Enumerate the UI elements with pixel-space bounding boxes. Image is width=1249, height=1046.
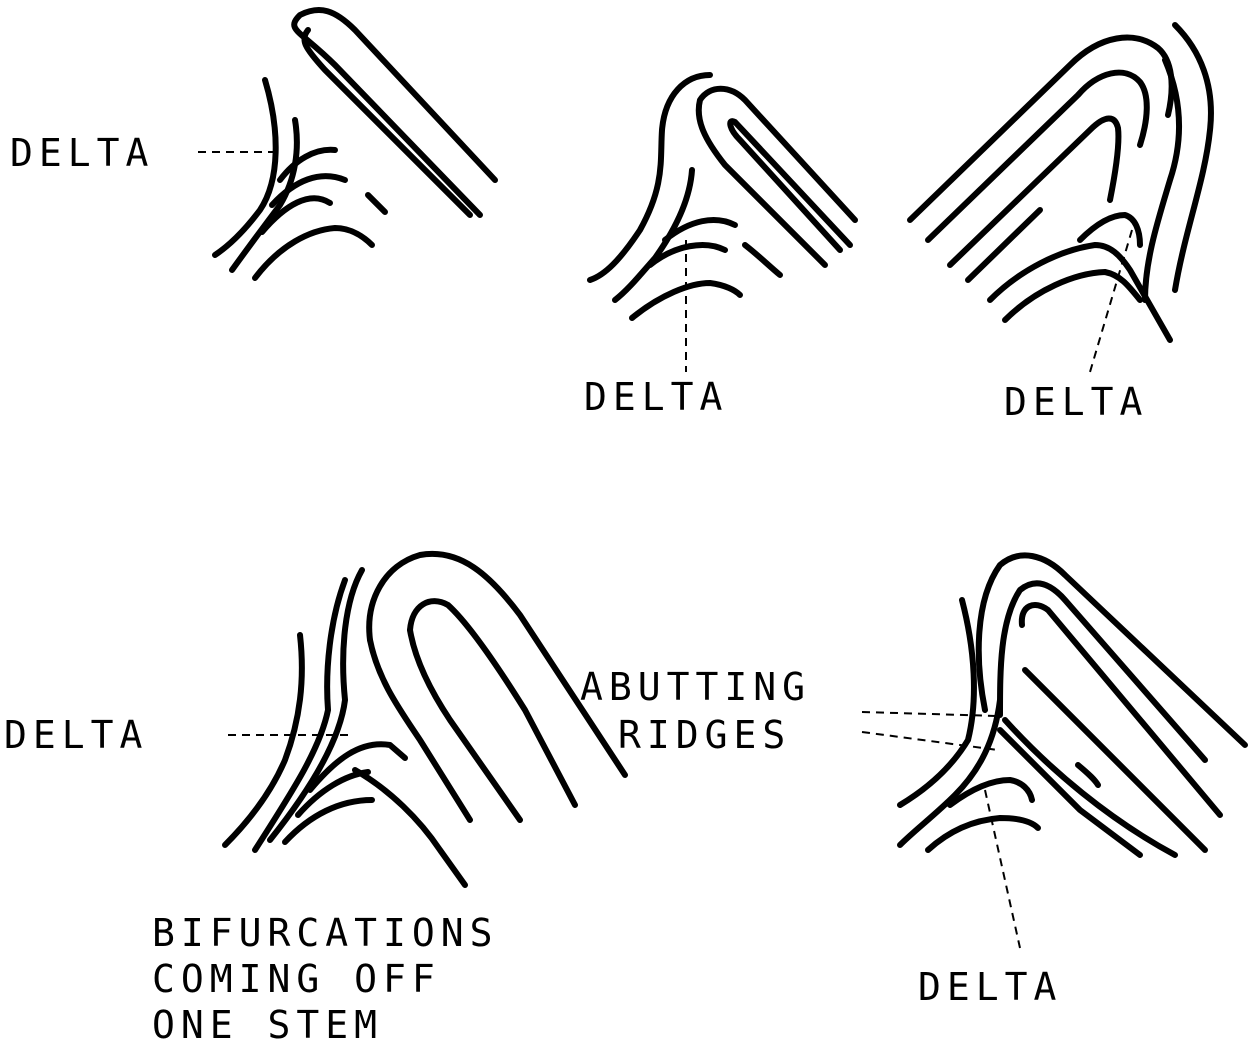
fig3-delta-label: DELTA xyxy=(1004,380,1148,424)
fig5-delta-ridge-a xyxy=(1000,730,1140,855)
bifurcations-label-line2: COMING OFF xyxy=(152,957,441,1001)
figure-2-ridge-pattern xyxy=(590,75,855,318)
fig5-delta-curve-2 xyxy=(928,818,1038,850)
fig2-left-ridge xyxy=(615,170,692,300)
fig1-loop-ridge xyxy=(294,10,495,215)
fig4-loop-stem-2 xyxy=(410,630,520,820)
fig1-delta-label: DELTA xyxy=(10,131,154,175)
fig5-left-ridge-1 xyxy=(900,600,974,805)
fig3-right-ridge-2 xyxy=(1145,60,1179,300)
fig3-right-ridge-1 xyxy=(1175,25,1211,290)
fig5-delta-leader xyxy=(985,790,1020,948)
fig2-delta-ridge-c xyxy=(745,245,780,275)
fig3-delta-ridge-a xyxy=(990,245,1170,340)
abutting-leader-2 xyxy=(862,732,998,750)
fig5-left-ridge-2 xyxy=(900,700,1000,845)
fig5-delta-curve-3 xyxy=(1078,765,1098,785)
fig4-loop-inner xyxy=(410,601,575,805)
fig4-delta-label: DELTA xyxy=(4,713,148,757)
figure-5-ridge-pattern xyxy=(900,555,1245,855)
abutting-label-line1: ABUTTING xyxy=(580,665,811,709)
fig2-delta-label: DELTA xyxy=(584,375,728,419)
abutting-label-line2: RIDGES xyxy=(618,713,791,757)
bifurcations-label-line1: BIFURCATIONS xyxy=(152,911,499,955)
fig1-lower-ridge xyxy=(255,228,372,278)
bifurcations-label-line3: ONE STEM xyxy=(152,1003,383,1046)
fig3-delta-ridge-b xyxy=(1005,272,1140,320)
fig4-delta-ridge-a xyxy=(310,744,405,790)
figure-4-ridge-pattern xyxy=(225,554,625,885)
fig5-delta-ridge-b xyxy=(1005,720,1175,855)
fig1-ridge-fragment xyxy=(368,195,385,212)
figure-1-ridge-pattern xyxy=(215,10,495,278)
fig5-delta-ridge-c xyxy=(1025,670,1205,850)
abutting-leader-1 xyxy=(862,712,998,716)
figure-3-ridge-pattern xyxy=(910,25,1211,340)
fig5-delta-label: DELTA xyxy=(918,965,1062,1009)
